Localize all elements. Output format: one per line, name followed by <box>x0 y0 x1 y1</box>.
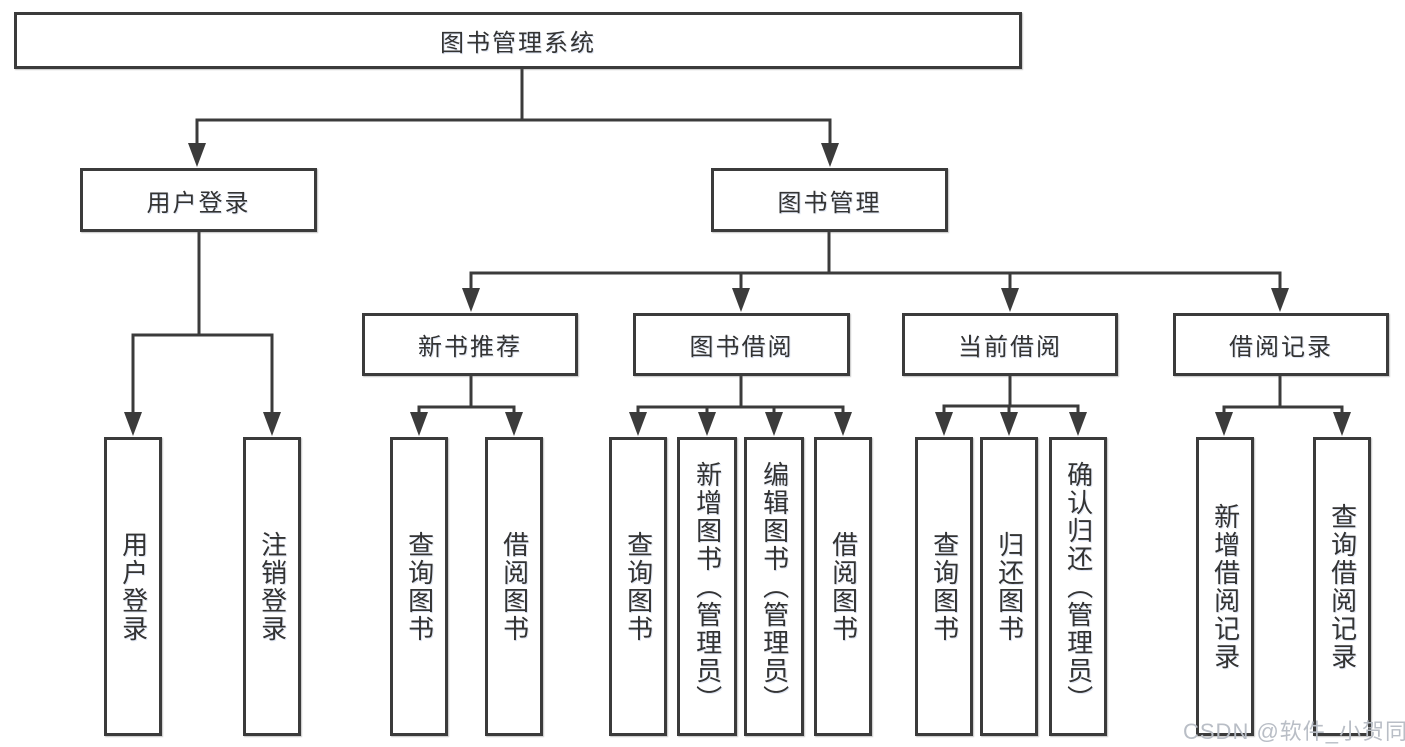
arrowhead-borrow-books-2 <box>834 412 852 436</box>
leaf-query-books-borrow: 查询图书 <box>609 437 667 736</box>
leaf-query-books-current: 查询图书 <box>915 437 973 736</box>
connector-root-to-level2 <box>195 69 832 146</box>
node-new-book-recommend: 新书推荐 <box>362 313 578 376</box>
node-book-borrow-label: 图书借阅 <box>689 334 794 361</box>
leaf-logout-label: 注销登录 <box>257 530 288 643</box>
leaf-user-login: 用户登录 <box>104 437 162 736</box>
arrowhead-edit-book <box>765 412 783 436</box>
node-library-system: 图书管理系统 <box>14 12 1022 69</box>
leaf-add-borrow-record: 新增借阅记录 <box>1196 437 1254 736</box>
connector-book-management-branch <box>469 232 1282 290</box>
leaf-user-login-label: 用户登录 <box>118 530 149 643</box>
arrowhead-borrow-books-1 <box>505 412 523 436</box>
arrowhead-user-login <box>188 143 206 167</box>
arrowhead-leaf-logout <box>263 412 281 436</box>
leaf-borrow-books-recommend: 借阅图书 <box>485 437 543 736</box>
node-book-management-label: 图书管理 <box>777 189 882 217</box>
leaf-return-book-label: 归还图书 <box>994 530 1025 643</box>
arrowhead-query-books-1 <box>410 412 428 436</box>
connector-new-book-recommend-branch <box>417 376 516 414</box>
arrowhead-new-book-recommend <box>462 288 480 312</box>
node-user-login-label: 用户登录 <box>146 189 251 217</box>
leaf-query-borrow-record-label: 查询借阅记录 <box>1327 502 1358 671</box>
leaf-add-borrow-record-label: 新增借阅记录 <box>1210 502 1241 671</box>
leaf-add-book-admin: 新增图书（管理员） <box>677 437 737 736</box>
leaf-query-borrow-record: 查询借阅记录 <box>1313 437 1371 736</box>
arrowhead-borrow-records <box>1271 288 1289 312</box>
leaf-logout: 注销登录 <box>243 437 301 736</box>
node-library-system-label: 图书管理系统 <box>440 30 596 57</box>
leaf-edit-book-admin-label: 编辑图书（管理员） <box>759 460 790 713</box>
arrowhead-book-borrow <box>732 288 750 312</box>
arrowhead-return-book <box>1000 412 1018 436</box>
leaf-borrow-books-recommend-label: 借阅图书 <box>499 530 530 643</box>
connector-user-login-branch <box>131 232 274 414</box>
leaf-query-books-borrow-label: 查询图书 <box>623 530 654 643</box>
arrowhead-book-management <box>821 143 839 167</box>
connector-current-borrow-branch <box>942 376 1080 414</box>
leaf-confirm-return-admin: 确认归还（管理员） <box>1049 437 1107 736</box>
arrowhead-confirm-return <box>1069 412 1087 436</box>
arrowhead-add-book <box>698 412 716 436</box>
node-borrow-records-label: 借阅记录 <box>1229 334 1333 361</box>
csdn-watermark: CSDN @软件_小贺同学 <box>1183 719 1405 744</box>
leaf-borrow-books-borrow-label: 借阅图书 <box>828 530 859 643</box>
leaf-query-books-recommend-label: 查询图书 <box>404 530 435 643</box>
leaf-edit-book-admin: 编辑图书（管理员） <box>744 437 804 736</box>
leaf-borrow-books-borrow: 借阅图书 <box>814 437 872 736</box>
node-borrow-records: 借阅记录 <box>1173 313 1389 376</box>
leaf-query-books-current-label: 查询图书 <box>929 530 960 643</box>
connector-borrow-records-branch <box>1222 376 1344 414</box>
leaf-query-books-recommend: 查询图书 <box>390 437 448 736</box>
node-new-book-recommend-label: 新书推荐 <box>418 334 522 361</box>
leaf-add-book-admin-label: 新增图书（管理员） <box>692 460 723 713</box>
node-user-login: 用户登录 <box>80 168 317 232</box>
arrowhead-leaf-user-login <box>124 412 142 436</box>
arrowhead-add-borrow-record <box>1215 412 1233 436</box>
connector-book-borrow-branch <box>636 376 845 414</box>
leaf-return-book: 归还图书 <box>980 437 1038 736</box>
arrowhead-query-borrow-record <box>1333 412 1351 436</box>
node-book-management: 图书管理 <box>711 168 948 232</box>
arrowhead-query-books-2 <box>629 412 647 436</box>
arrowhead-current-borrow <box>1001 288 1019 312</box>
node-current-borrow: 当前借阅 <box>902 313 1118 376</box>
node-book-borrow: 图书借阅 <box>633 313 850 376</box>
leaf-confirm-return-admin-label: 确认归还（管理员） <box>1063 460 1094 713</box>
arrowhead-query-books-3 <box>935 412 953 436</box>
node-current-borrow-label: 当前借阅 <box>958 334 1062 361</box>
